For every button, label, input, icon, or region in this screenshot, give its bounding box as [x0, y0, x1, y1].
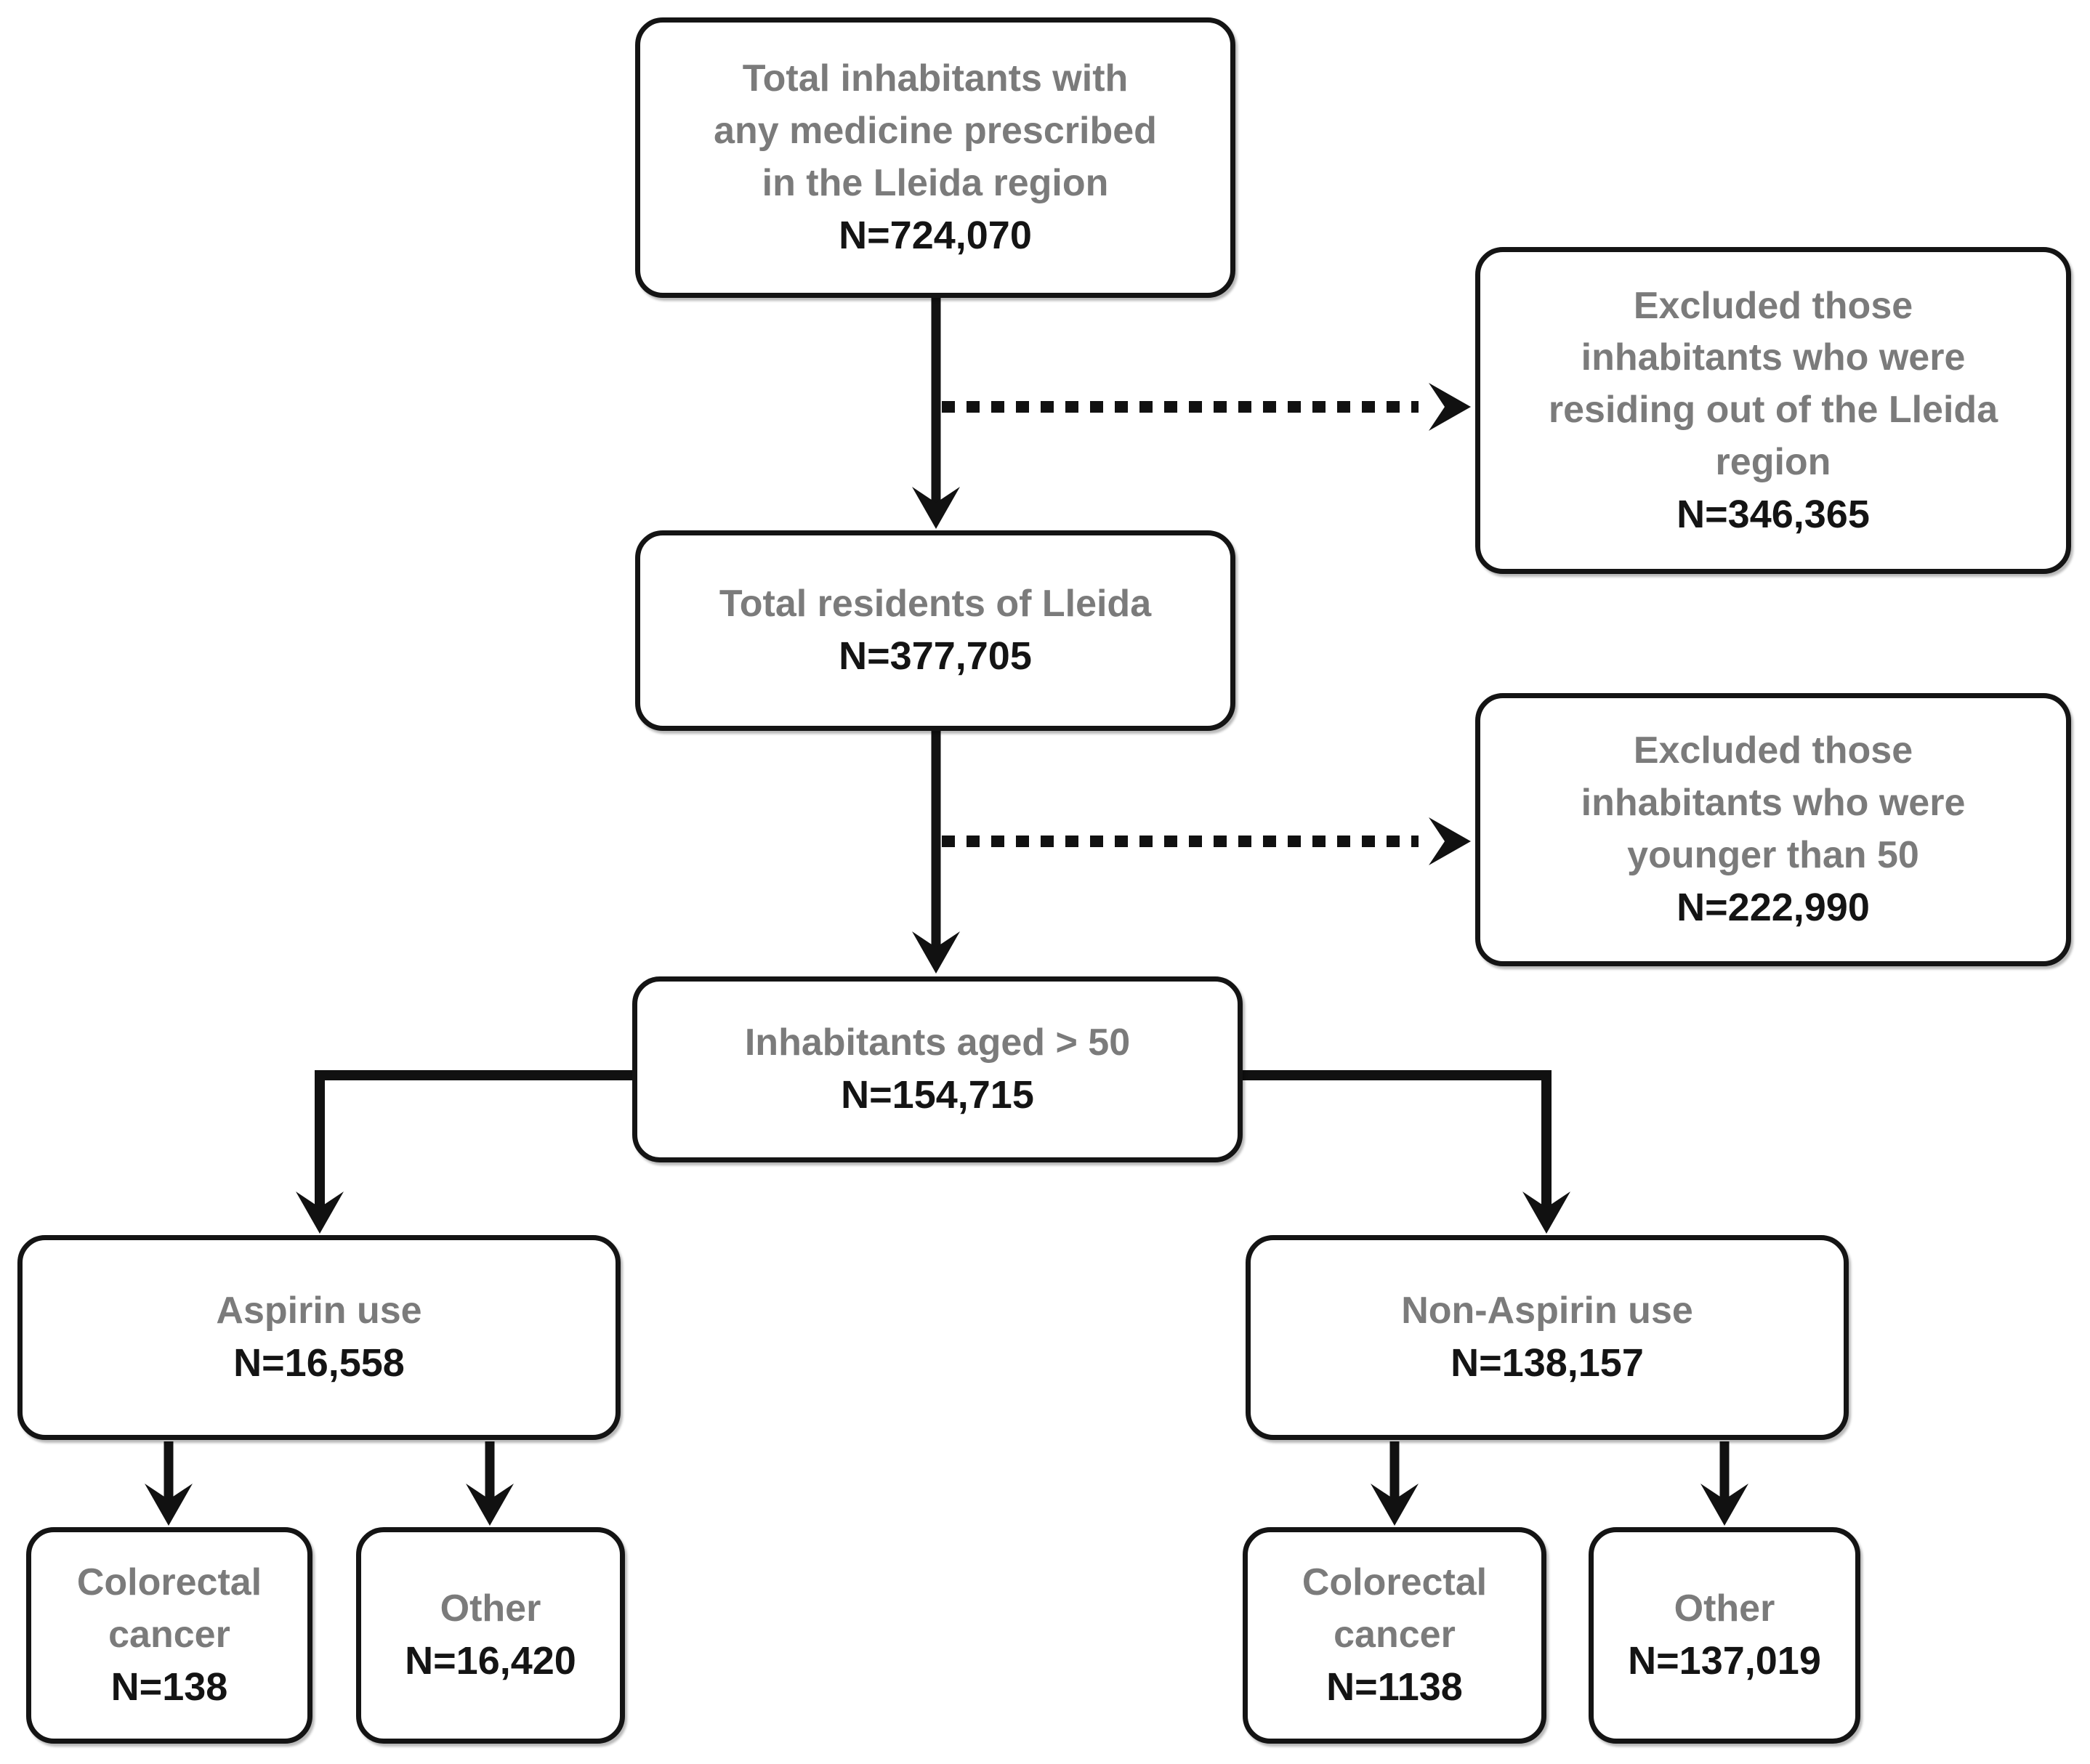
arrow-aged-to-nonaspirin: [1243, 1070, 1552, 1213]
node-count: N=137,019: [1628, 1638, 1821, 1683]
node-label: Colorectal cancer: [76, 1561, 262, 1656]
node-excluded-younger-50: Excluded those inhabitants who were youn…: [1475, 693, 2071, 966]
node-non-aspirin-use: Non-Aspirin use N=138,157: [1246, 1235, 1849, 1440]
node-aged-over-50: Inhabitants aged > 50 N=154,715: [632, 976, 1243, 1162]
node-count: N=16,420: [405, 1638, 576, 1683]
node-aspirin-colorectal-cancer: Colorectal cancer N=138: [26, 1527, 312, 1744]
arrowhead-down-icon: [1371, 1484, 1419, 1526]
arrowhead-down-icon: [912, 931, 960, 974]
arrowhead-right-icon: [1429, 383, 1471, 431]
node-total-residents: Total residents of Lleida N=377,705: [635, 530, 1235, 731]
node-label: Other: [440, 1587, 541, 1630]
node-label: Total inhabitants with any medicine pres…: [714, 57, 1157, 204]
node-count: N=138,157: [1451, 1340, 1644, 1385]
arrowhead-right-icon: [1429, 817, 1471, 865]
arrowhead-down-icon: [1522, 1191, 1570, 1234]
arrowhead-down-icon: [912, 487, 960, 529]
node-label: Excluded those inhabitants who were youn…: [1581, 729, 1966, 876]
arrow-aged-to-aspirin: [315, 1070, 635, 1213]
node-count: N=138: [110, 1664, 228, 1709]
node-aspirin-use: Aspirin use N=16,558: [17, 1235, 621, 1440]
node-count: N=377,705: [839, 634, 1032, 678]
node-label: Colorectal cancer: [1302, 1561, 1488, 1656]
node-label: Other: [1674, 1587, 1775, 1630]
node-count: N=1138: [1326, 1664, 1463, 1709]
node-non-aspirin-colorectal-cancer: Colorectal cancer N=1138: [1243, 1527, 1546, 1744]
node-total-inhabitants: Total inhabitants with any medicine pres…: [635, 17, 1235, 298]
node-excluded-non-residents: Excluded those inhabitants who were resi…: [1475, 247, 2071, 574]
node-label: Inhabitants aged > 50: [744, 1021, 1131, 1064]
node-label: Aspirin use: [216, 1290, 422, 1332]
arrowhead-down-icon: [466, 1484, 514, 1526]
node-aspirin-other: Other N=16,420: [356, 1527, 625, 1744]
node-count: N=222,990: [1677, 885, 1870, 929]
node-label: Total residents of Lleida: [719, 583, 1152, 626]
node-count: N=154,715: [841, 1072, 1034, 1117]
arrowhead-down-icon: [1700, 1484, 1748, 1526]
node-non-aspirin-other: Other N=137,019: [1589, 1527, 1860, 1744]
node-count: N=346,365: [1677, 492, 1870, 536]
arrowhead-down-icon: [145, 1484, 193, 1526]
arrowhead-down-icon: [296, 1191, 344, 1234]
node-count: N=724,070: [839, 213, 1032, 257]
node-label: Non-Aspirin use: [1401, 1290, 1693, 1332]
node-count: N=16,558: [233, 1340, 405, 1385]
node-label: Excluded those inhabitants who were resi…: [1548, 284, 1998, 483]
